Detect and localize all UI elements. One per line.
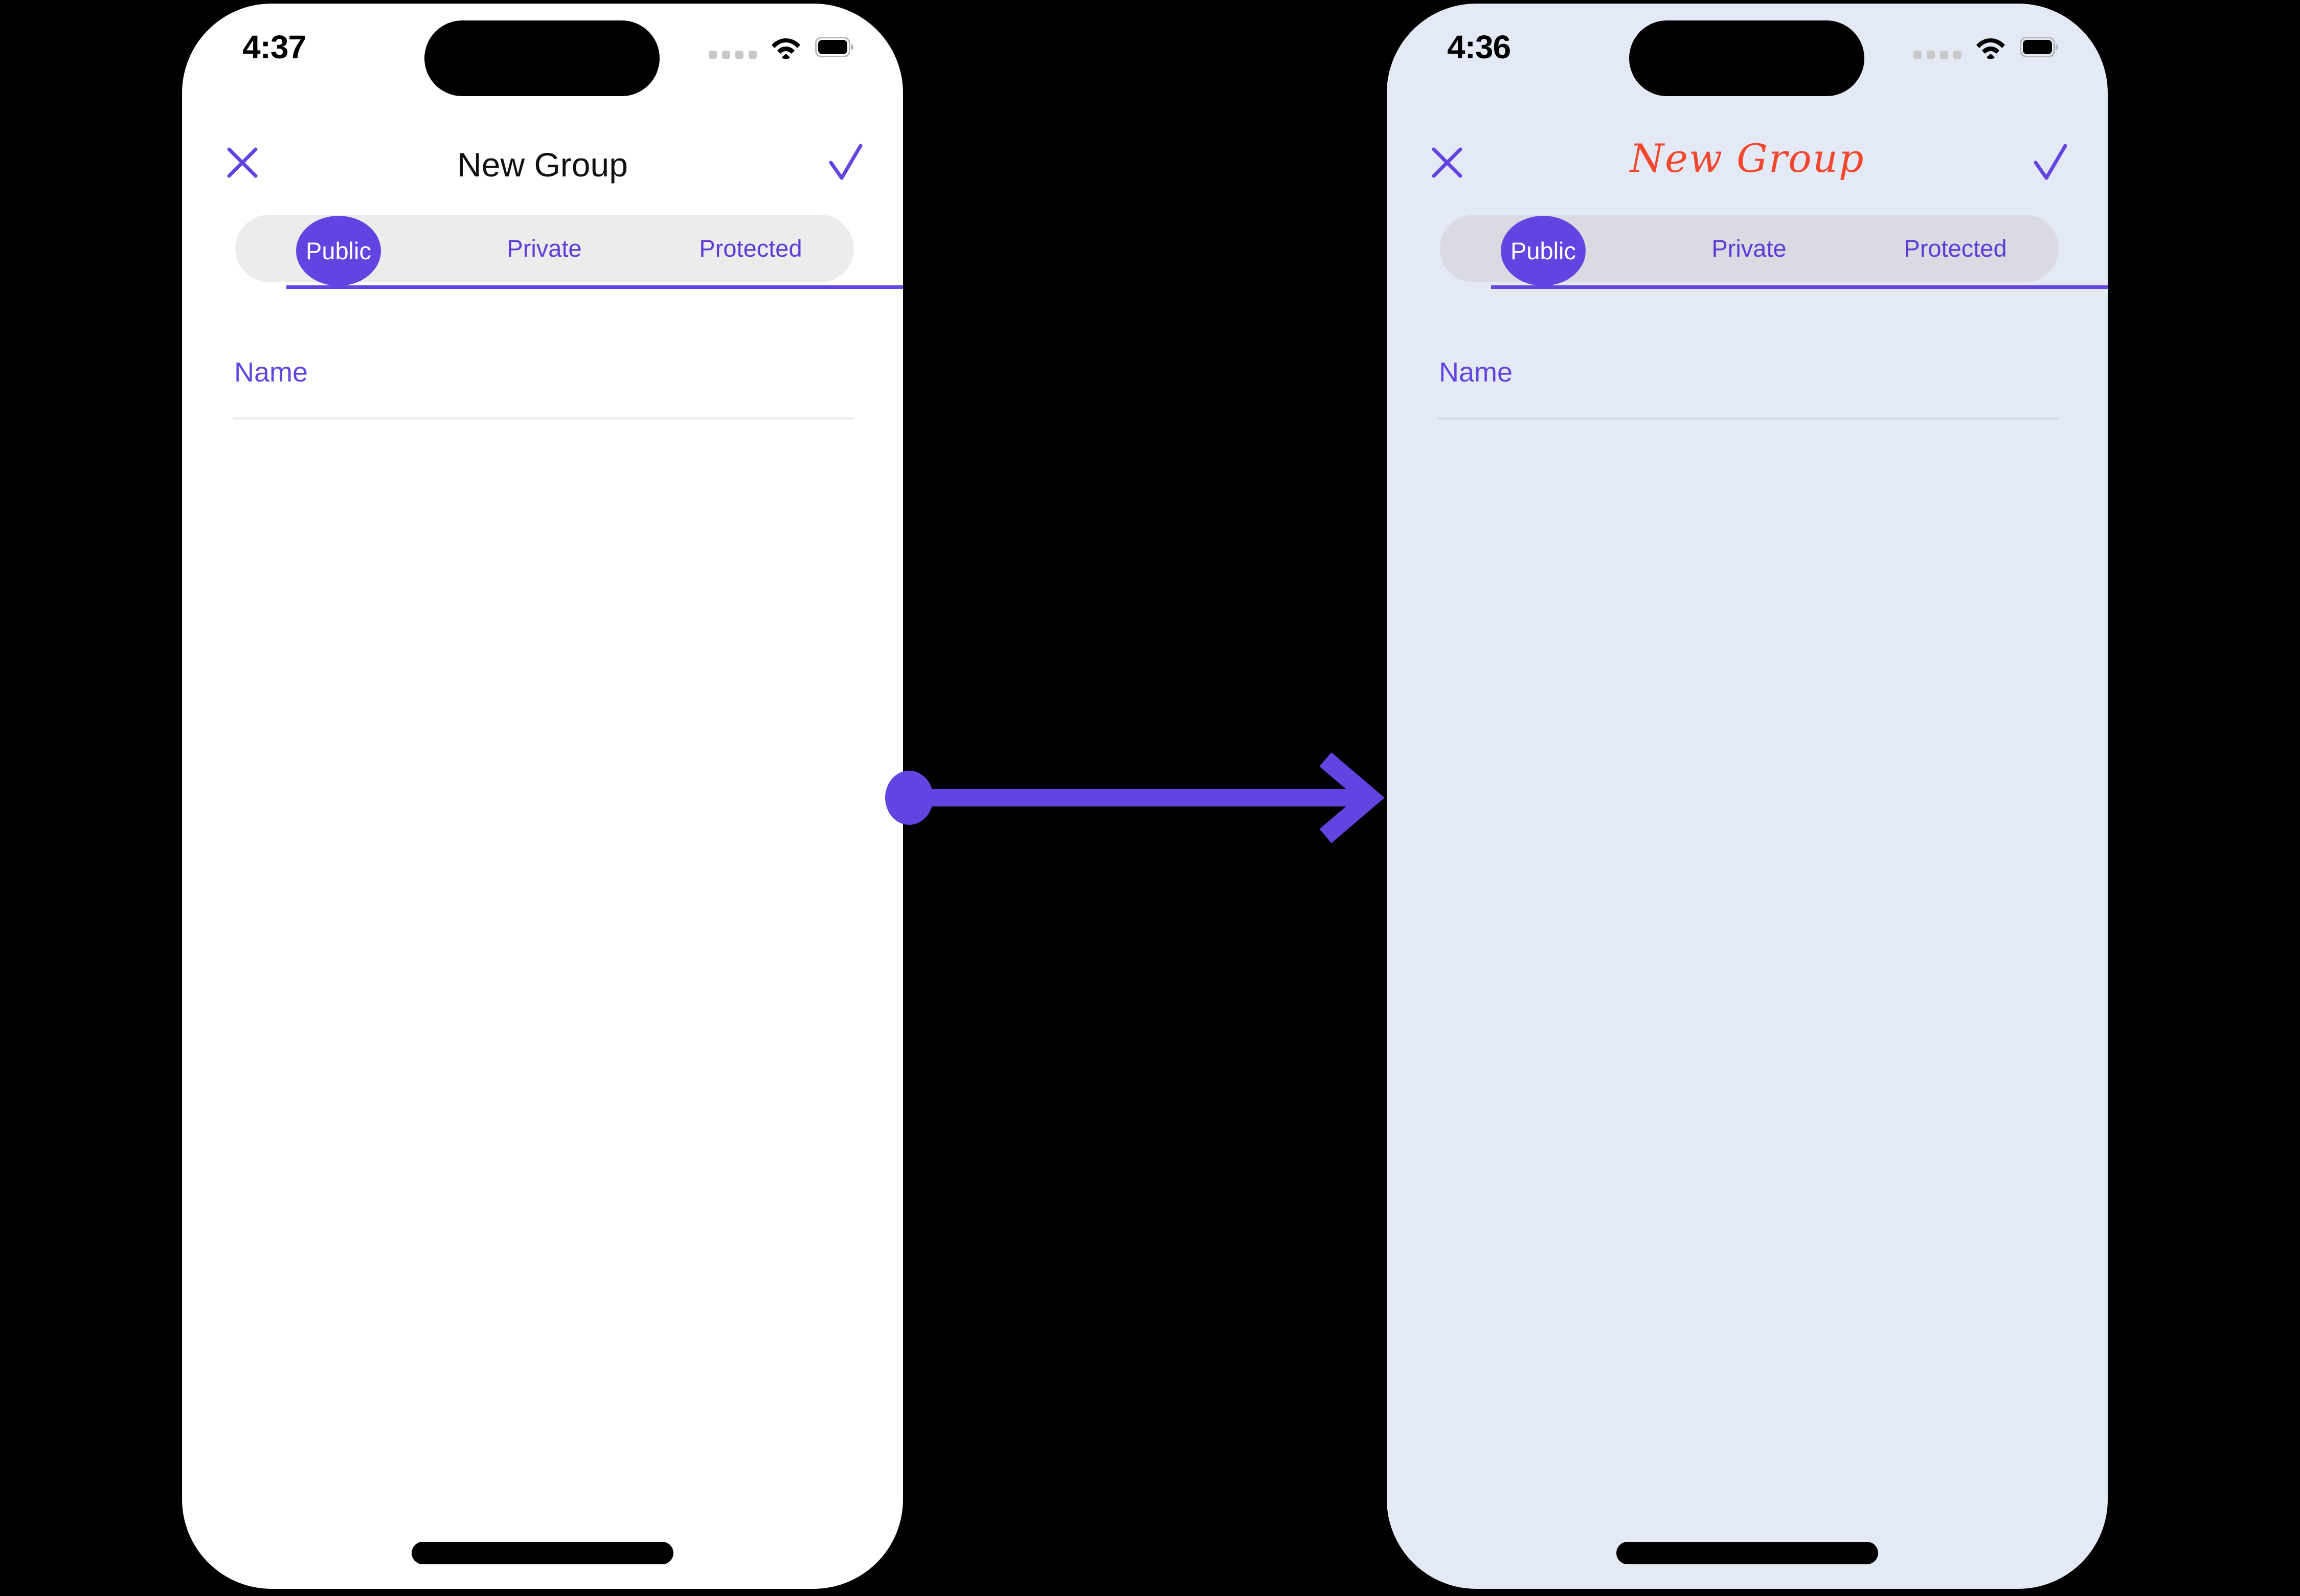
tab-public-label[interactable]: Public <box>305 237 371 264</box>
name-field-underline <box>1438 417 2059 420</box>
name-field-label: Name <box>234 357 308 388</box>
segmented-control-underline <box>286 285 903 289</box>
navbar: New Group <box>182 139 903 200</box>
checkmark-icon[interactable] <box>2033 143 2068 182</box>
page-title: New Group <box>457 146 628 184</box>
name-field[interactable]: Name <box>233 356 854 423</box>
arrow-head <box>1319 752 1385 843</box>
name-field[interactable]: Name <box>1438 356 2059 423</box>
segmented-control-selected-indicator <box>1501 216 1586 286</box>
tab-protected[interactable]: Protected <box>699 235 802 262</box>
segmented-control[interactable]: Private Protected Public <box>1440 215 2108 289</box>
navbar: New Group <box>1387 136 2108 200</box>
page-title: New Group <box>1630 136 1865 181</box>
tab-protected[interactable]: Protected <box>1904 235 2007 262</box>
name-field-underline <box>233 417 854 420</box>
home-indicator <box>1616 1542 1878 1564</box>
status-bar-time: 4:37 <box>242 29 306 65</box>
status-bar-icons <box>709 35 854 59</box>
phone-screen-after: 4:36 New Group Private Protected Public <box>1387 4 2108 1589</box>
status-bar: 4:37 <box>182 4 903 101</box>
tab-private[interactable]: Private <box>507 235 582 262</box>
dynamic-island <box>1629 20 1864 96</box>
status-bar-time: 4:36 <box>1447 29 1511 65</box>
segmented-control-selected-indicator <box>296 216 381 286</box>
status-bar-icons <box>1913 35 2059 59</box>
battery-icon <box>815 37 854 57</box>
phone-screen-before: 4:37 New Group Private Protected Public <box>182 4 903 1589</box>
signal-dots-icon <box>1913 35 1961 59</box>
signal-dots-icon <box>709 35 757 59</box>
close-x-icon[interactable] <box>226 146 259 179</box>
tab-private[interactable]: Private <box>1711 235 1787 262</box>
close-x-icon[interactable] <box>1431 146 1463 179</box>
checkmark-icon[interactable] <box>828 143 863 182</box>
segmented-control[interactable]: Private Protected Public <box>235 215 903 289</box>
home-indicator <box>412 1542 673 1564</box>
tab-public-label[interactable]: Public <box>1510 237 1576 264</box>
name-field-label: Name <box>1439 357 1513 388</box>
battery-icon <box>2020 37 2059 57</box>
transition-arrow <box>885 741 1386 869</box>
arrow-shaft <box>907 789 1357 806</box>
wifi-icon <box>770 35 802 59</box>
dynamic-island <box>424 20 660 96</box>
status-bar: 4:36 <box>1387 4 2108 101</box>
wifi-icon <box>1975 35 2006 59</box>
segmented-control-underline <box>1491 285 2108 289</box>
